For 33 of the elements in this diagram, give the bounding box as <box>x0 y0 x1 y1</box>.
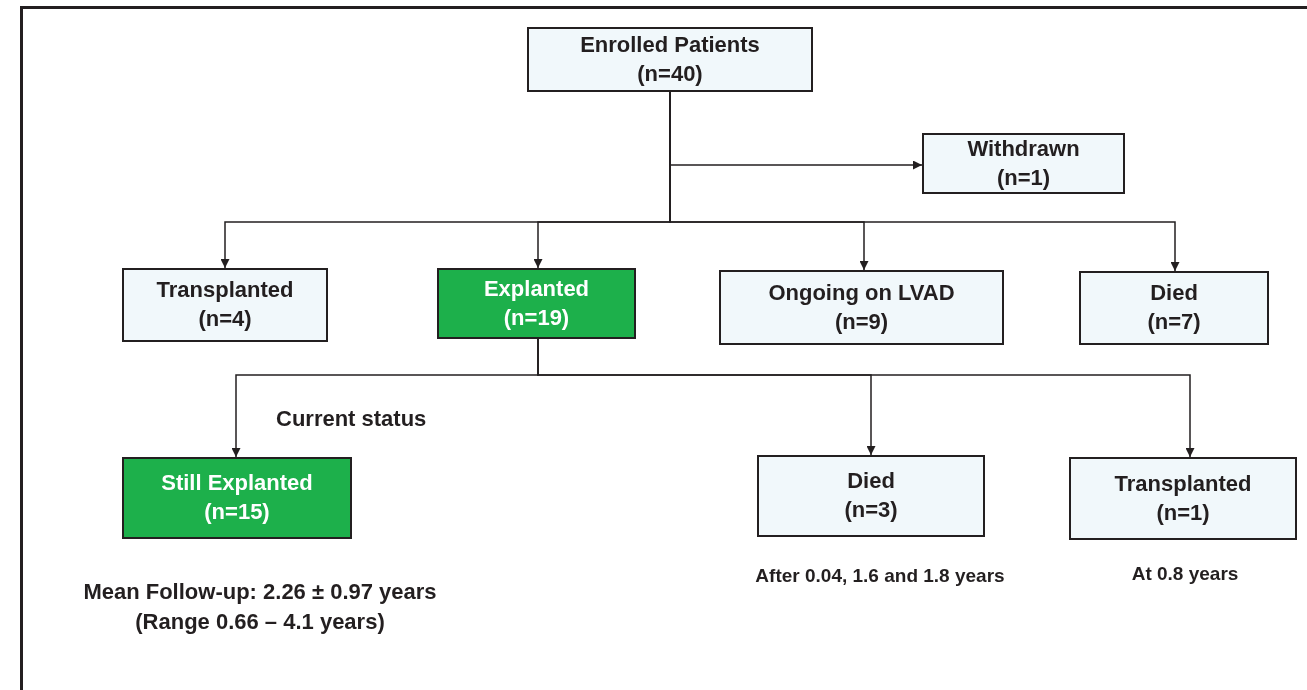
section-label: Current status <box>276 405 427 433</box>
process-box <box>437 268 636 339</box>
process-box <box>122 268 328 342</box>
box-title: Died <box>847 467 895 496</box>
count-text: (n=1) <box>996 163 1051 192</box>
note-text: At 0.8 years <box>1131 562 1239 586</box>
count-text: (n=1) <box>1156 498 1210 527</box>
count-text: (n=3) <box>844 496 898 524</box>
box-title: Transplanted <box>156 276 294 305</box>
note-text: (Range 0.66 – 4.1 years) <box>135 607 385 636</box>
count-text: (n=40) <box>637 59 703 88</box>
count-text: (n=19) <box>503 303 570 332</box>
process-box <box>1079 271 1269 345</box>
process-box <box>922 133 1125 194</box>
box-title: Enrolled Patients <box>580 30 760 59</box>
count-text: (n=9) <box>834 307 889 336</box>
arrow <box>537 338 1195 458</box>
process-box <box>122 457 352 539</box>
process-box <box>1069 457 1297 540</box>
box-title: Still Explanted <box>161 469 313 498</box>
note-text: After 0.04, 1.6 and 1.8 years <box>755 564 1005 588</box>
process-box <box>757 455 985 537</box>
box-title: Transplanted <box>1114 469 1252 498</box>
note-text: Mean Follow-up: 2.26 ± 0.97 years <box>83 578 437 606</box>
box-title: Withdrawn <box>967 134 1080 163</box>
box-title: Explanted <box>483 274 590 303</box>
process-box <box>719 270 1004 345</box>
count-text: (n=7) <box>1147 308 1201 336</box>
box-title: Died <box>1150 279 1198 308</box>
box-title: Ongoing on LVAD <box>768 278 955 307</box>
count-text: (n=4) <box>198 305 252 333</box>
process-box <box>527 27 813 92</box>
count-text: (n=15) <box>204 498 270 526</box>
